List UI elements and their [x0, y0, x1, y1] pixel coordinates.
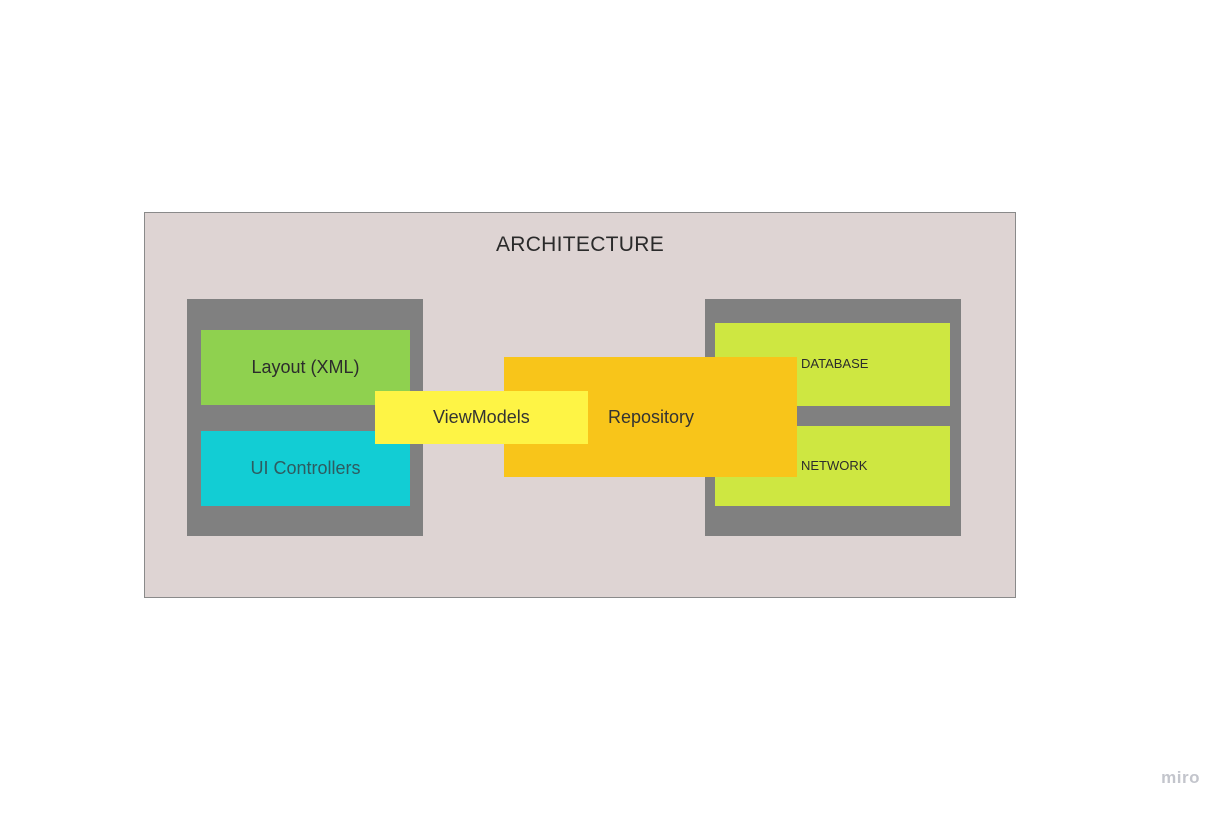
network-label: NETWORK — [801, 458, 868, 473]
viewmodels-box[interactable]: ViewModels — [375, 391, 588, 444]
viewmodels-label: ViewModels — [433, 407, 530, 427]
miro-watermark: miro — [1161, 768, 1200, 787]
ui-controllers-label: UI Controllers — [250, 458, 361, 478]
layout-xml-label: Layout (XML) — [251, 357, 360, 377]
repository-label: Repository — [608, 406, 695, 427]
database-label: DATABASE — [801, 356, 869, 371]
frame-title: ARCHITECTURE — [495, 233, 665, 256]
